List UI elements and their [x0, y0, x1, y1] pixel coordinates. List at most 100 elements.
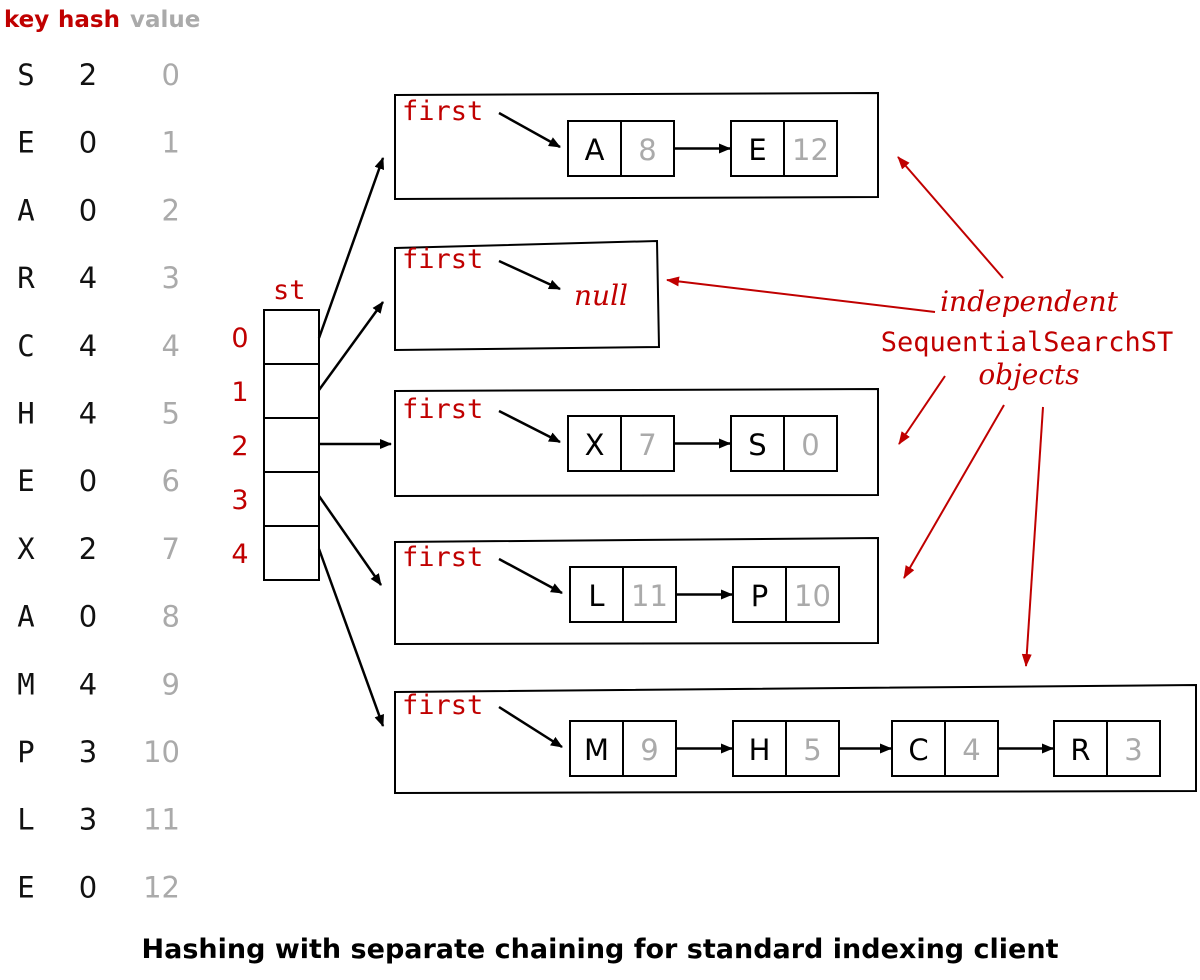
null-label: null	[574, 279, 628, 312]
chain-1: first null	[317, 239, 661, 391]
row-key: E	[17, 126, 34, 160]
node-key-cell	[569, 566, 624, 623]
header-key: key	[4, 7, 49, 33]
row-value: 1	[162, 126, 180, 160]
row-key: R	[17, 261, 35, 295]
node-value: 3	[1124, 733, 1142, 767]
annotation-arrow-to-chain-2	[898, 375, 946, 445]
st-to-chain-arrow	[317, 301, 385, 391]
st-cell	[263, 417, 320, 473]
st-index: 4	[231, 539, 248, 570]
first-label: first	[402, 244, 483, 275]
row-value: 5	[162, 397, 180, 431]
node-value: 5	[803, 733, 821, 767]
row-hash: 2	[79, 532, 97, 566]
row-value: 9	[162, 667, 180, 701]
table-header: key hash value	[4, 7, 200, 33]
row-value: 4	[162, 329, 180, 363]
row-key: E	[17, 464, 34, 498]
node-key-cell	[730, 415, 785, 472]
table-row: E 0 1	[17, 126, 180, 160]
first-label: first	[402, 96, 483, 127]
annotation-arrow-to-chain-0	[897, 156, 1004, 279]
row-key: X	[17, 532, 35, 566]
node-value-cell	[622, 720, 677, 777]
node-value: 8	[638, 133, 656, 167]
annotation-line-classname: SequentialSearchST	[881, 327, 1174, 358]
first-pointer-arrow	[498, 409, 561, 444]
table-row: X 2 7	[17, 532, 180, 566]
annotation: independent SequentialSearchST objects	[666, 156, 1174, 667]
annotation-arrow-to-chain-3	[903, 404, 1005, 579]
st-cell	[263, 309, 320, 365]
row-value: 2	[162, 193, 180, 227]
header-value: value	[130, 7, 200, 33]
st-cell	[263, 471, 320, 527]
st-index: 3	[231, 485, 248, 516]
row-key: E	[17, 870, 34, 904]
node-key: P	[751, 579, 769, 613]
node-value-cell	[620, 120, 675, 177]
row-key: P	[17, 735, 34, 769]
table-row: P 3 10	[17, 735, 180, 769]
st-array-label: st	[273, 275, 306, 306]
annotation-arrow-to-chain-1	[666, 276, 936, 313]
annotation-line-objects: objects	[978, 358, 1079, 391]
node-key-cell	[730, 120, 785, 177]
row-hash: 4	[79, 329, 97, 363]
st-to-chain-arrow	[317, 157, 385, 339]
row-hash: 2	[79, 58, 97, 92]
node-value-cell	[783, 120, 838, 177]
row-hash: 4	[79, 397, 97, 431]
first-pointer-arrow	[498, 111, 561, 149]
st-index: 1	[231, 377, 248, 408]
first-label: first	[402, 690, 483, 721]
node-key: M	[584, 733, 609, 767]
row-key: L	[17, 803, 34, 837]
row-hash: 3	[79, 803, 97, 837]
node-value: 12	[792, 133, 829, 167]
first-label: first	[402, 542, 483, 573]
row-key: M	[17, 667, 34, 701]
st-cell	[263, 363, 320, 419]
header-hash: hash	[58, 7, 120, 33]
row-value: 0	[162, 58, 180, 92]
node-key: S	[748, 428, 766, 462]
first-pointer-arrow	[498, 557, 563, 595]
node-key: R	[1070, 733, 1090, 767]
row-value: 3	[162, 261, 180, 295]
node-value-cell	[620, 415, 675, 472]
row-hash: 0	[79, 126, 97, 160]
row-hash: 0	[79, 464, 97, 498]
node-value: 4	[962, 733, 980, 767]
row-hash: 3	[79, 735, 97, 769]
first-label: first	[402, 394, 483, 425]
row-value: 7	[162, 532, 180, 566]
row-value: 10	[143, 735, 180, 769]
row-value: 8	[162, 600, 180, 634]
node-value-cell	[785, 566, 840, 623]
st-to-chain-arrow	[317, 548, 385, 727]
node-key-cell	[732, 566, 787, 623]
row-hash: 0	[79, 870, 97, 904]
sequential-search-st-box	[394, 239, 661, 352]
node-key-cell	[891, 720, 946, 777]
node-key: L	[588, 579, 604, 613]
caption: Hashing with separate chaining for stand…	[142, 934, 1059, 965]
node-key: C	[908, 733, 928, 767]
st-index: 0	[231, 323, 248, 354]
